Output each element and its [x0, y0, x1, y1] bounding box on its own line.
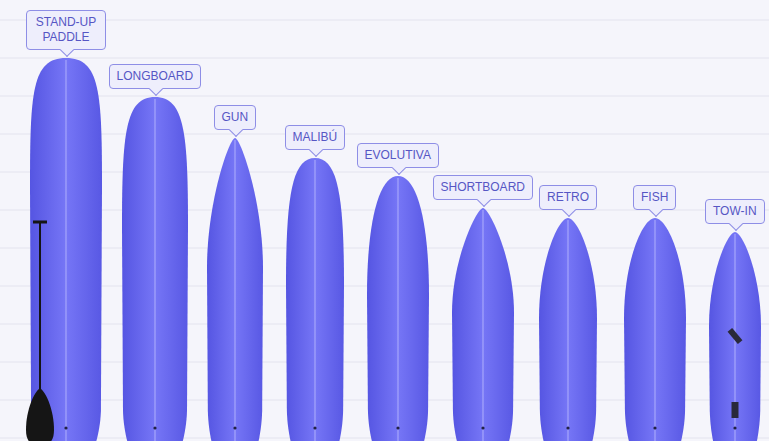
stringer: [235, 140, 236, 441]
surfboard: [452, 208, 514, 441]
stringer: [66, 60, 67, 441]
fin-plug: [153, 426, 156, 429]
stringer: [483, 210, 484, 441]
label-pointer: [649, 203, 663, 217]
fin-plug: [64, 426, 67, 429]
fin-plug: [566, 426, 569, 429]
paddle-blade: [26, 388, 54, 441]
grid-line: [0, 20, 769, 21]
surfboard: [286, 158, 344, 441]
foot-strap: [728, 328, 743, 344]
grid-line: [0, 134, 769, 135]
surfboard: [207, 138, 263, 441]
board-name: FISH: [641, 190, 668, 205]
stringer: [315, 160, 316, 441]
board-outline: [539, 218, 597, 441]
label-pointer: [392, 161, 406, 175]
label-pointer: [60, 43, 74, 57]
surfboard: [539, 218, 597, 441]
board-name: SHORTBOARD: [441, 180, 525, 195]
board-name: EVOLUTIVA: [365, 148, 431, 163]
board-label: MALIBÚ: [285, 125, 346, 150]
stringer: [568, 220, 569, 441]
board-outline: [207, 138, 263, 441]
board-outline: [367, 176, 429, 441]
grid-line: [0, 172, 769, 173]
label-pointer: [149, 82, 163, 96]
board-label: SHORTBOARD: [433, 175, 533, 200]
board-name: GUN: [222, 110, 249, 125]
board-label: LONGBOARD: [109, 64, 202, 89]
grid-line: [0, 96, 769, 97]
surfboard: [367, 176, 429, 441]
stringer: [155, 99, 156, 441]
board-name: MALIBÚ: [293, 130, 338, 145]
board-name: TOW-IN: [713, 204, 757, 219]
board-label: EVOLUTIVA: [357, 143, 439, 168]
board-name: LONGBOARD: [117, 69, 194, 84]
fin-plug: [313, 426, 316, 429]
board-label: STAND-UP PADDLE: [26, 10, 106, 50]
stringer: [398, 178, 399, 441]
fin-plug: [233, 426, 236, 429]
board-outline: [122, 97, 188, 441]
fin-plug: [653, 426, 656, 429]
paddle-handle: [33, 221, 47, 224]
stringer: [655, 220, 656, 441]
board-label: TOW-IN: [705, 199, 765, 224]
board-outline: [452, 208, 514, 441]
foot-strap: [732, 402, 739, 418]
board-label: GUN: [214, 105, 257, 130]
board-label: FISH: [633, 185, 676, 210]
fin-plug: [733, 426, 736, 429]
grid-line: [0, 58, 769, 59]
label-pointer: [229, 123, 243, 137]
board-outline: [286, 158, 344, 441]
label-pointer: [562, 203, 576, 217]
surfboard: [30, 58, 102, 441]
board-outline: [624, 218, 686, 441]
fin-plug: [396, 426, 399, 429]
board-name: STAND-UP PADDLE: [34, 15, 98, 45]
paddle-shaft: [39, 222, 41, 392]
label-pointer: [309, 143, 323, 157]
boards: [30, 58, 761, 441]
board-label: RETRO: [539, 185, 597, 210]
surfboard: [624, 218, 686, 441]
surfboard: [122, 97, 188, 441]
label-pointer: [729, 217, 743, 231]
board-outline: [709, 232, 761, 441]
label-pointer: [477, 193, 491, 207]
board-outline: [30, 58, 102, 441]
paddle: [26, 222, 54, 441]
fin-plug: [481, 426, 484, 429]
board-name: RETRO: [547, 190, 589, 205]
surfboard: [709, 232, 761, 441]
